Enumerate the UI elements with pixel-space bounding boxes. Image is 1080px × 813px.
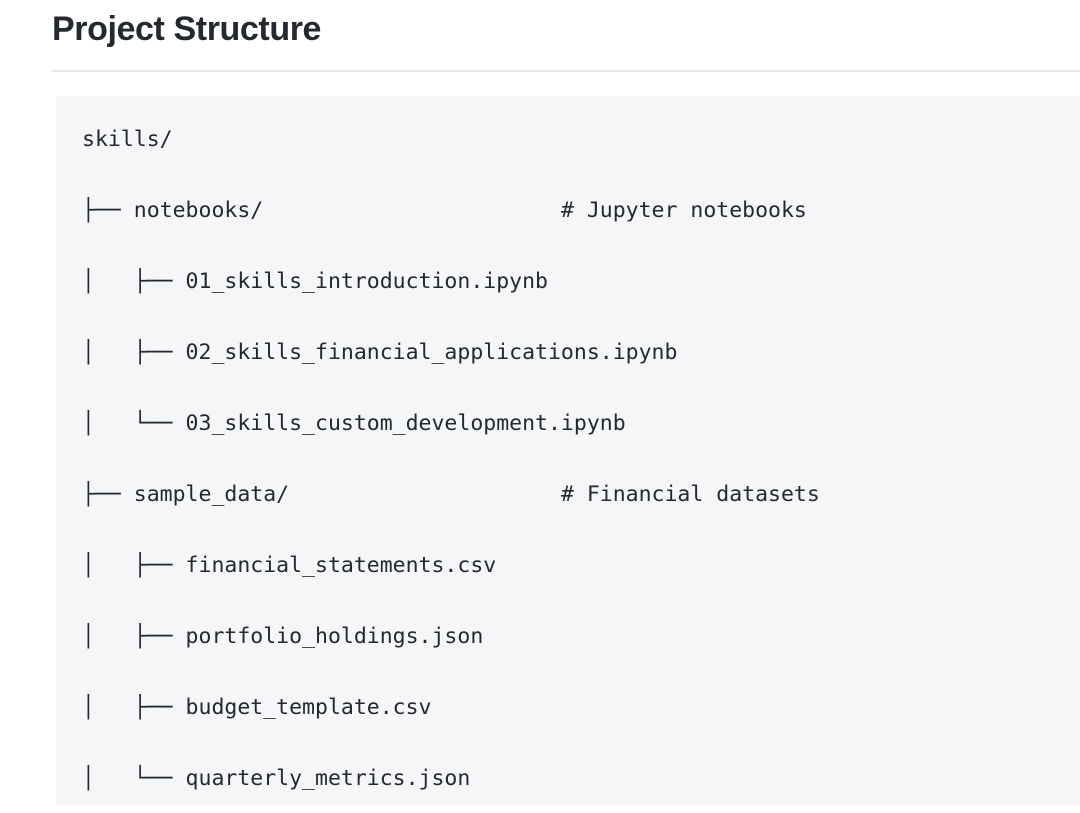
code-block-inner: skills/ ├── notebooks/ # Jupyter noteboo…: [82, 122, 1080, 805]
tree-line: │ └── quarterly_metrics.json: [82, 761, 1080, 797]
tree-line: │ ├── portfolio_holdings.json: [82, 619, 1080, 655]
tree-entry-comment: # Financial datasets: [560, 482, 820, 507]
tree-line: │ ├── 01_skills_introduction.ipynb: [82, 264, 1080, 300]
tree-entry: │ └── quarterly_metrics.json: [82, 766, 471, 791]
tree-entry: │ ├── budget_template.csv: [82, 695, 432, 720]
tree-entry: ├── sample_data/: [82, 482, 561, 507]
directory-tree-body: skills/ ├── notebooks/ # Jupyter noteboo…: [82, 122, 1080, 805]
project-structure-code-block: skills/ ├── notebooks/ # Jupyter noteboo…: [56, 96, 1080, 805]
page-title: Project Structure: [52, 10, 322, 48]
directory-tree: skills/ ├── notebooks/ # Jupyter noteboo…: [82, 122, 1080, 805]
tree-entry: │ ├── 01_skills_introduction.ipynb: [82, 269, 548, 294]
tree-line: │ ├── 02_skills_financial_applications.i…: [82, 335, 1080, 371]
tree-entry: skills/: [82, 127, 173, 152]
tree-line: │ ├── financial_statements.csv: [82, 548, 1080, 584]
tree-entry: ├── notebooks/: [82, 198, 561, 223]
tree-line: │ ├── budget_template.csv: [82, 690, 1080, 726]
tree-line: skills/: [82, 122, 1080, 158]
tree-line: ├── sample_data/ # Financial datasets: [82, 477, 1080, 513]
tree-line: │ └── 03_skills_custom_development.ipynb: [82, 406, 1080, 442]
tree-entry: │ ├── portfolio_holdings.json: [82, 624, 484, 649]
title-divider: [52, 70, 1080, 72]
tree-entry: │ ├── 02_skills_financial_applications.i…: [82, 340, 678, 365]
tree-entry: │ └── 03_skills_custom_development.ipynb: [82, 411, 626, 436]
tree-line: ├── notebooks/ # Jupyter notebooks: [82, 193, 1080, 229]
tree-entry: │ ├── financial_statements.csv: [82, 553, 497, 578]
tree-entry-comment: # Jupyter notebooks: [560, 198, 807, 223]
